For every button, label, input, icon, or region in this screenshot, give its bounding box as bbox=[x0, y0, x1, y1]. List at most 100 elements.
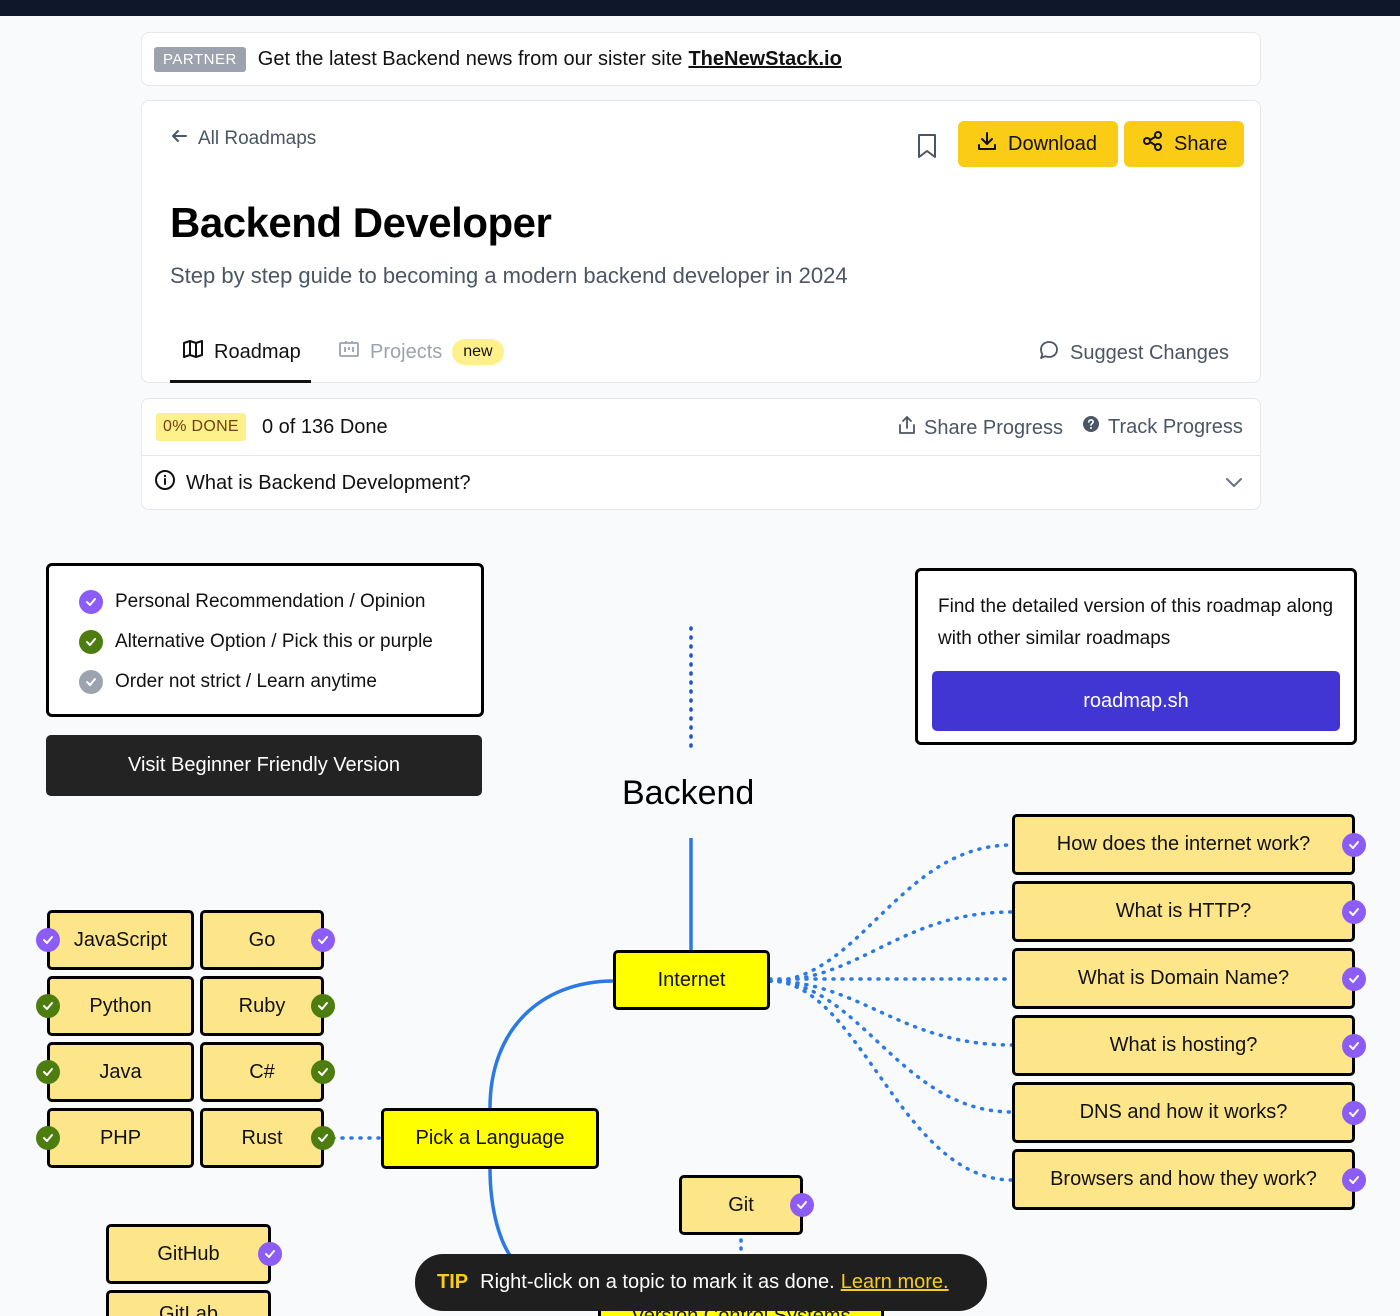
roadmap-sh-button[interactable]: roadmap.sh bbox=[932, 671, 1340, 731]
partner-text: Get the latest Backend news from our sis… bbox=[257, 47, 683, 70]
check-circle-icon bbox=[1342, 1033, 1366, 1058]
page-title: Backend Developer bbox=[170, 199, 552, 246]
node-label: Ruby bbox=[238, 994, 286, 1017]
topic-node[interactable]: Browsers and how they work? bbox=[1012, 1149, 1366, 1210]
node-label: Browsers and how they work? bbox=[1050, 1168, 1317, 1190]
bookmark-icon[interactable] bbox=[916, 133, 940, 159]
check-circle-icon bbox=[1342, 832, 1366, 857]
page-subtitle: Step by step guide to becoming a modern … bbox=[170, 263, 848, 288]
all-roadmaps-link[interactable]: All Roadmaps bbox=[170, 127, 316, 151]
partner-link[interactable]: TheNewStack.io bbox=[688, 47, 842, 70]
node-label: GitHub bbox=[157, 1242, 220, 1265]
node-label: How does the internet work? bbox=[1056, 833, 1311, 855]
node-label: What is HTTP? bbox=[1115, 900, 1252, 922]
language-node-java[interactable]: Java bbox=[36, 1042, 194, 1102]
legend-label: Order not strict / Learn anytime bbox=[115, 671, 377, 692]
progress-panel: 0% DONE 0 of 136 Done Share Progress Tra… bbox=[141, 398, 1261, 510]
roadmap-header: All Roadmaps Download Share Backend Deve… bbox=[141, 100, 1261, 383]
language-node-php[interactable]: PHP bbox=[36, 1108, 194, 1168]
language-node-rust[interactable]: Rust bbox=[200, 1108, 335, 1168]
suggest-changes-button[interactable]: Suggest Changes bbox=[1038, 339, 1229, 367]
done-count: 0 of 136 Done bbox=[262, 416, 388, 438]
check-circle-icon bbox=[1342, 899, 1366, 924]
share-button[interactable]: Share bbox=[1124, 121, 1244, 167]
check-circle-icon bbox=[1342, 1100, 1366, 1125]
topic-node[interactable]: DNS and how it works? bbox=[1012, 1082, 1366, 1143]
suggest-changes-label: Suggest Changes bbox=[1070, 341, 1230, 364]
chevron-down-icon bbox=[1224, 472, 1244, 498]
node-label: PHP bbox=[99, 1126, 142, 1149]
topic-node[interactable]: How does the internet work? bbox=[1012, 814, 1366, 875]
legend-item: Order not strict / Learn anytime bbox=[79, 670, 377, 694]
tab-roadmap-label: Roadmap bbox=[214, 340, 301, 363]
node-label: Java bbox=[99, 1060, 142, 1083]
share-progress-button[interactable]: Share Progress bbox=[898, 415, 1063, 441]
download-label: Download bbox=[1008, 132, 1097, 155]
track-progress-label: Track Progress bbox=[1108, 415, 1243, 438]
question-circle-icon bbox=[1082, 415, 1100, 439]
legend-label: Personal Recommendation / Opinion bbox=[115, 591, 426, 612]
pick-language-node[interactable]: Pick a Language bbox=[381, 1108, 599, 1169]
tab-projects[interactable]: Projects new bbox=[338, 339, 504, 365]
info-icon bbox=[154, 469, 176, 497]
arrow-left-icon bbox=[170, 127, 188, 151]
check-circle-icon bbox=[79, 630, 103, 654]
topic-node[interactable]: What is Domain Name? bbox=[1012, 948, 1366, 1009]
check-circle-icon bbox=[79, 670, 103, 694]
check-circle-icon bbox=[36, 1126, 60, 1150]
detailed-version-box: Find the detailed version of this roadma… bbox=[915, 568, 1357, 745]
partner-banner: PARTNER Get the latest Backend news from… bbox=[141, 32, 1261, 86]
check-circle-icon bbox=[1342, 966, 1366, 991]
progress-row: 0% DONE 0 of 136 Done Share Progress Tra… bbox=[142, 399, 1260, 456]
check-circle-icon bbox=[1342, 1167, 1366, 1192]
github-node[interactable]: GitHub bbox=[106, 1224, 282, 1284]
tip-text: Right-click on a topic to mark it as don… bbox=[480, 1271, 835, 1293]
check-circle-icon bbox=[36, 928, 60, 952]
node-label: What is hosting? bbox=[1109, 1034, 1258, 1056]
share-label: Share bbox=[1174, 132, 1228, 155]
node-label: GitLab bbox=[159, 1303, 218, 1316]
learn-more-link[interactable]: Learn more. bbox=[840, 1271, 949, 1293]
done-percentage-badge: 0% DONE bbox=[156, 413, 246, 441]
tab-projects-label: Projects bbox=[370, 340, 443, 363]
faq-toggle[interactable]: What is Backend Development? bbox=[142, 456, 1260, 510]
tab-active-indicator bbox=[170, 380, 311, 383]
language-node-javascript[interactable]: JavaScript bbox=[36, 910, 194, 970]
share-progress-label: Share Progress bbox=[924, 416, 1063, 439]
topic-node[interactable]: What is hosting? bbox=[1012, 1015, 1366, 1076]
node-label: Rust bbox=[241, 1126, 283, 1149]
node-label: C# bbox=[249, 1060, 275, 1083]
node-label: Pick a Language bbox=[415, 1127, 565, 1149]
detailed-version-text: Find the detailed version of this roadma… bbox=[938, 596, 1334, 649]
git-node[interactable]: Git bbox=[679, 1175, 814, 1235]
top-bar bbox=[0, 0, 1400, 16]
faq-label: What is Backend Development? bbox=[186, 471, 471, 494]
topic-node[interactable]: What is HTTP? bbox=[1012, 881, 1366, 942]
track-progress-button[interactable]: Track Progress bbox=[1082, 415, 1243, 439]
projects-icon bbox=[338, 339, 360, 365]
language-node-go[interactable]: Go bbox=[200, 910, 335, 970]
check-circle-icon bbox=[36, 994, 60, 1018]
node-label: DNS and how it works? bbox=[1079, 1101, 1288, 1123]
tab-roadmap[interactable]: Roadmap bbox=[182, 339, 301, 365]
roadmap-title: Backend bbox=[622, 774, 755, 812]
tip-label: TIP bbox=[437, 1271, 469, 1293]
chat-bubble-icon bbox=[1038, 339, 1060, 367]
beginner-version-button[interactable]: Visit Beginner Friendly Version bbox=[46, 735, 482, 796]
internet-node[interactable]: Internet bbox=[613, 950, 770, 1010]
download-icon bbox=[976, 130, 998, 158]
partner-badge: PARTNER bbox=[154, 46, 246, 72]
language-node-csharp[interactable]: C# bbox=[200, 1042, 335, 1102]
node-label: Git bbox=[728, 1193, 754, 1216]
legend-label: Alternative Option / Pick this or purple bbox=[115, 631, 433, 652]
node-label: Internet bbox=[657, 968, 726, 991]
legend-box: Personal Recommendation / Opinion Altern… bbox=[46, 563, 484, 717]
node-label: Go bbox=[248, 928, 276, 951]
language-node-ruby[interactable]: Ruby bbox=[200, 976, 335, 1036]
check-circle-icon bbox=[258, 1242, 282, 1266]
download-button[interactable]: Download bbox=[958, 121, 1118, 167]
check-circle-icon bbox=[311, 1126, 335, 1150]
language-node-python[interactable]: Python bbox=[36, 976, 194, 1036]
legend-item: Alternative Option / Pick this or purple bbox=[79, 630, 433, 654]
gitlab-node[interactable]: GitLab bbox=[106, 1290, 271, 1316]
